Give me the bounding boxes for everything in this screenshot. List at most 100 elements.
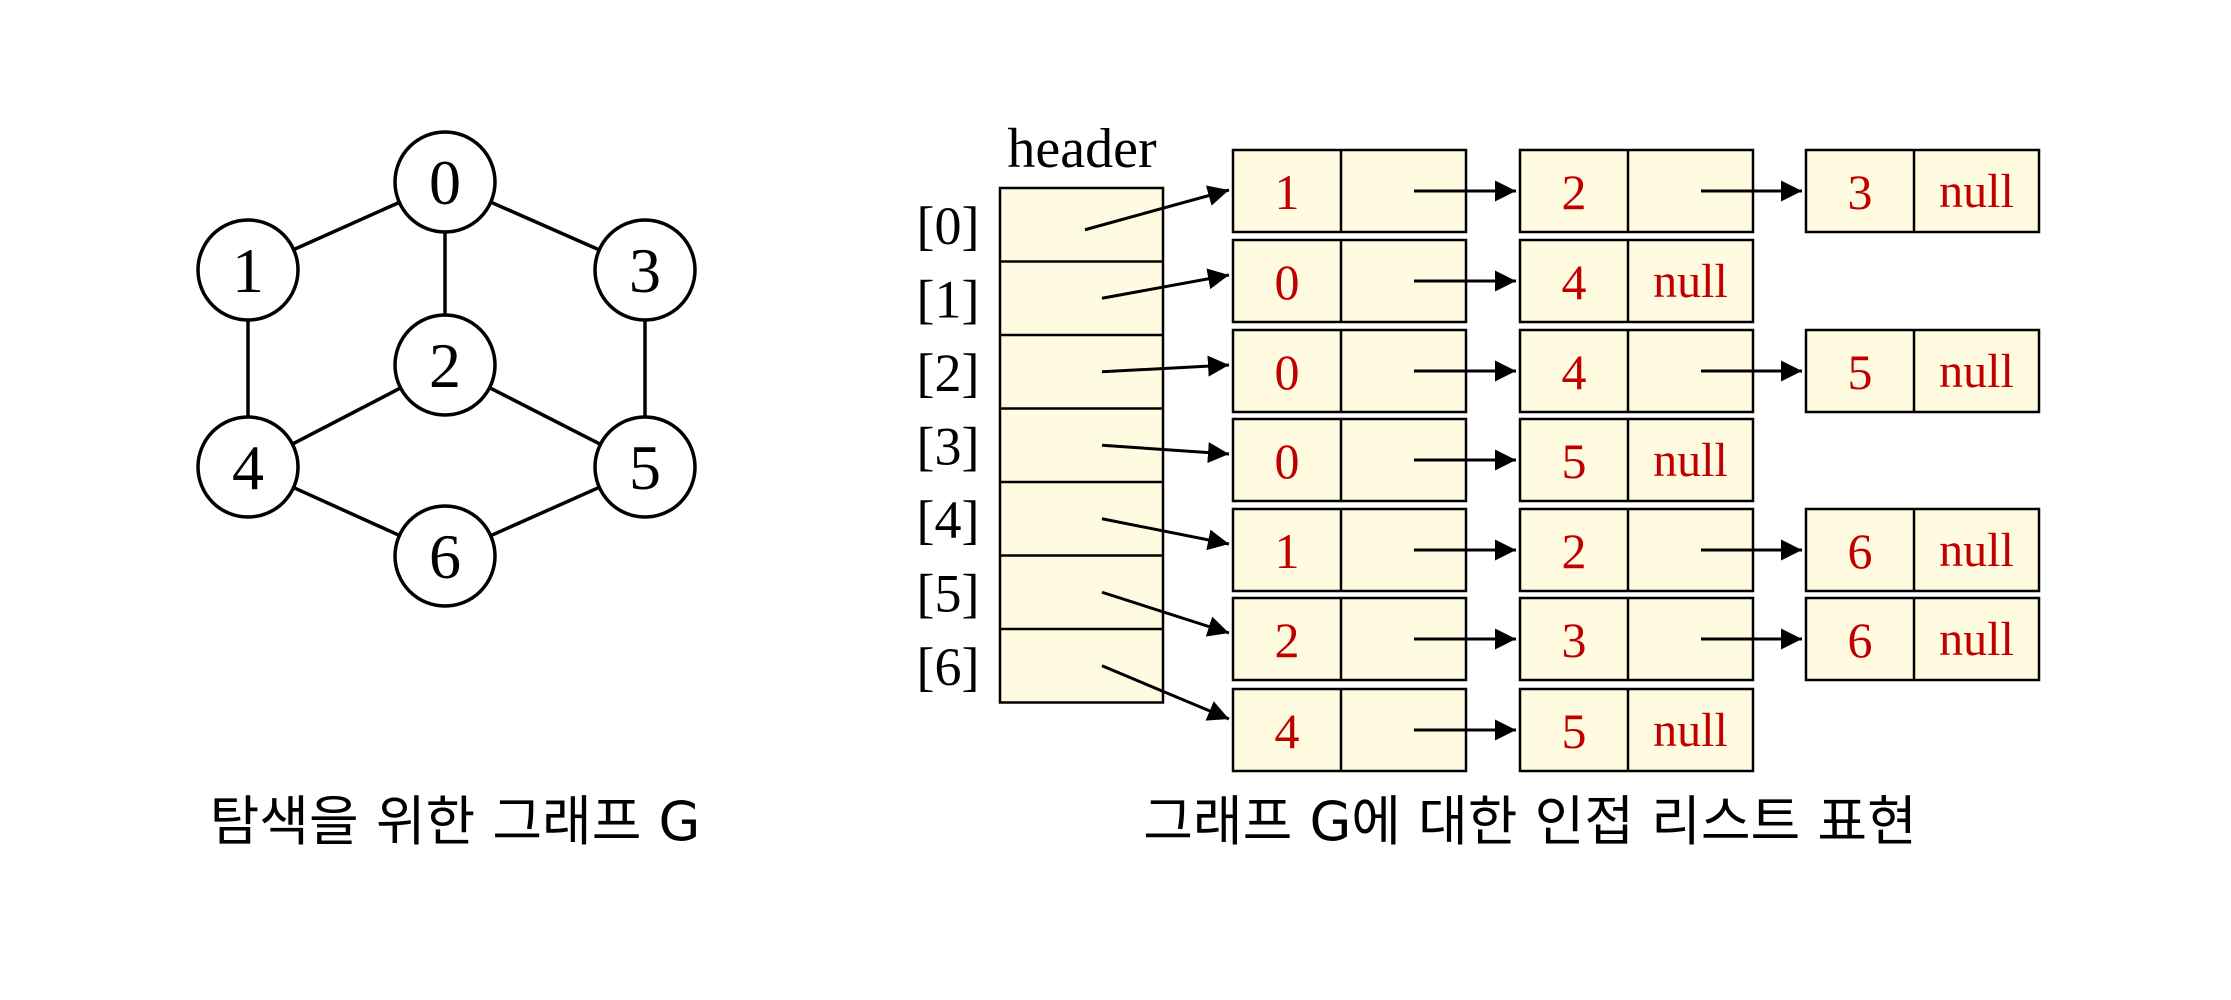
list-node-value: 3 [1562,612,1587,668]
list-node: 6 null [1804,507,2041,593]
list-node-value: 6 [1848,612,1873,668]
graph-node-circle [196,415,300,519]
null-pointer-label: null [1653,704,1728,757]
list-node-box [1804,148,2041,234]
graph-node-circle [593,218,697,322]
list-node-box [1804,328,2041,414]
graph-node-label: 0 [429,147,461,218]
list-node: 2 [1231,596,1516,682]
null-pointer-label: null [1939,345,2014,398]
graph-node-5: 5 [593,415,697,519]
header-pointer-arrow [1101,442,1230,464]
header-label: header [1007,118,1157,180]
header-index-label: [4] [917,490,980,550]
graph-node-1: 1 [196,218,300,322]
graph-node-label: 3 [629,235,661,306]
graph-node-circle [196,218,300,322]
list-node: 0 [1231,328,1516,414]
graph-edge-0-3 [490,200,600,252]
graph-node-circle [393,504,497,608]
null-pointer-label: null [1939,165,2014,218]
header-index-label: [0] [917,196,980,256]
graph-node-0: 0 [393,130,497,234]
graph-edge-4-6 [292,485,401,538]
graph-edge-5-6 [489,485,601,538]
list-node: 5 null [1518,417,1755,503]
list-node-value: 5 [1848,344,1873,400]
list-node-value: 5 [1562,433,1587,489]
list-node-value: 6 [1848,523,1873,579]
list-node: 4 [1231,687,1516,773]
list-node-value: 3 [1848,164,1873,220]
list-node: 5 null [1518,687,1755,773]
header-index-label: [6] [917,637,980,697]
header-pointer-arrow [1101,517,1230,551]
header-pointer-arrow [1101,590,1230,637]
adjacency-list: header [0] 1 2 3 null [1] 0 4 null [2] 0 4 5 null [3] 0 5… [917,118,2041,773]
list-node-value: 5 [1562,703,1587,759]
header-pointer-arrow [1084,185,1230,232]
list-node-value: 1 [1275,523,1300,579]
graph-edge-2-4 [291,386,402,446]
list-node-box [1804,596,2041,682]
list-node-value: 1 [1275,164,1300,220]
graph-node-label: 4 [232,432,264,503]
list-node: 6 null [1804,596,2041,682]
adjacency-caption: 그래프 G에 대한 인접 리스트 표현 [1143,790,1917,853]
graph-node-6: 6 [393,504,497,608]
list-node-value: 0 [1275,433,1300,489]
list-node-value: 4 [1562,254,1587,310]
list-node-box [1518,687,1755,773]
list-node-value: 2 [1562,523,1587,579]
list-node: 3 null [1804,148,2041,234]
graph-node-circle [393,130,497,234]
list-node: 4 null [1518,238,1755,324]
header-pointer-arrow [1101,664,1230,721]
header-index-label: [2] [917,343,980,403]
graph-caption: 탐색을 위한 그래프 G [210,790,701,853]
list-node: 2 [1518,507,1802,593]
header-index-label: [3] [917,416,980,476]
list-node-box [1518,238,1755,324]
list-node-box [1804,507,2041,593]
header-pointer-arrow [1101,268,1230,300]
null-pointer-label: null [1939,613,2014,666]
header-index-label: [5] [917,563,980,623]
list-node-value: 0 [1275,344,1300,400]
graph-node-label: 6 [429,521,461,592]
null-pointer-label: null [1653,255,1728,308]
header-array [998,186,1165,704]
list-node-value: 0 [1275,254,1300,310]
null-pointer-label: null [1939,524,2014,577]
null-pointer-label: null [1653,434,1728,487]
graph-edge-2-5 [488,386,602,446]
graph-node-circle [393,313,497,417]
graph-node-3: 3 [593,218,697,322]
list-node: 2 [1518,148,1802,234]
list-node: 1 [1231,148,1516,234]
graph-node-circle [593,415,697,519]
list-node: 4 [1518,328,1802,414]
list-node-box [1518,417,1755,503]
graph-g: 0 1 2 3 4 5 6 [196,130,697,608]
list-node: 1 [1231,507,1516,593]
graph-node-label: 5 [629,432,661,503]
list-node-value: 4 [1275,703,1300,759]
graph-node-2: 2 [393,313,497,417]
list-node-value: 4 [1562,344,1587,400]
graph-edge-0-1 [292,200,401,252]
list-node-value: 2 [1275,612,1300,668]
graph-node-label: 2 [429,330,461,401]
header-index-label: [1] [917,269,980,329]
list-node: 5 null [1804,328,2041,414]
list-node-box [1518,328,1755,414]
graph-node-4: 4 [196,415,300,519]
list-node: 3 [1518,596,1802,682]
list-node: 0 [1231,238,1516,324]
graph-node-label: 1 [232,235,264,306]
list-node: 0 [1231,417,1516,503]
header-pointer-arrow [1101,355,1230,377]
list-node-value: 2 [1562,164,1587,220]
